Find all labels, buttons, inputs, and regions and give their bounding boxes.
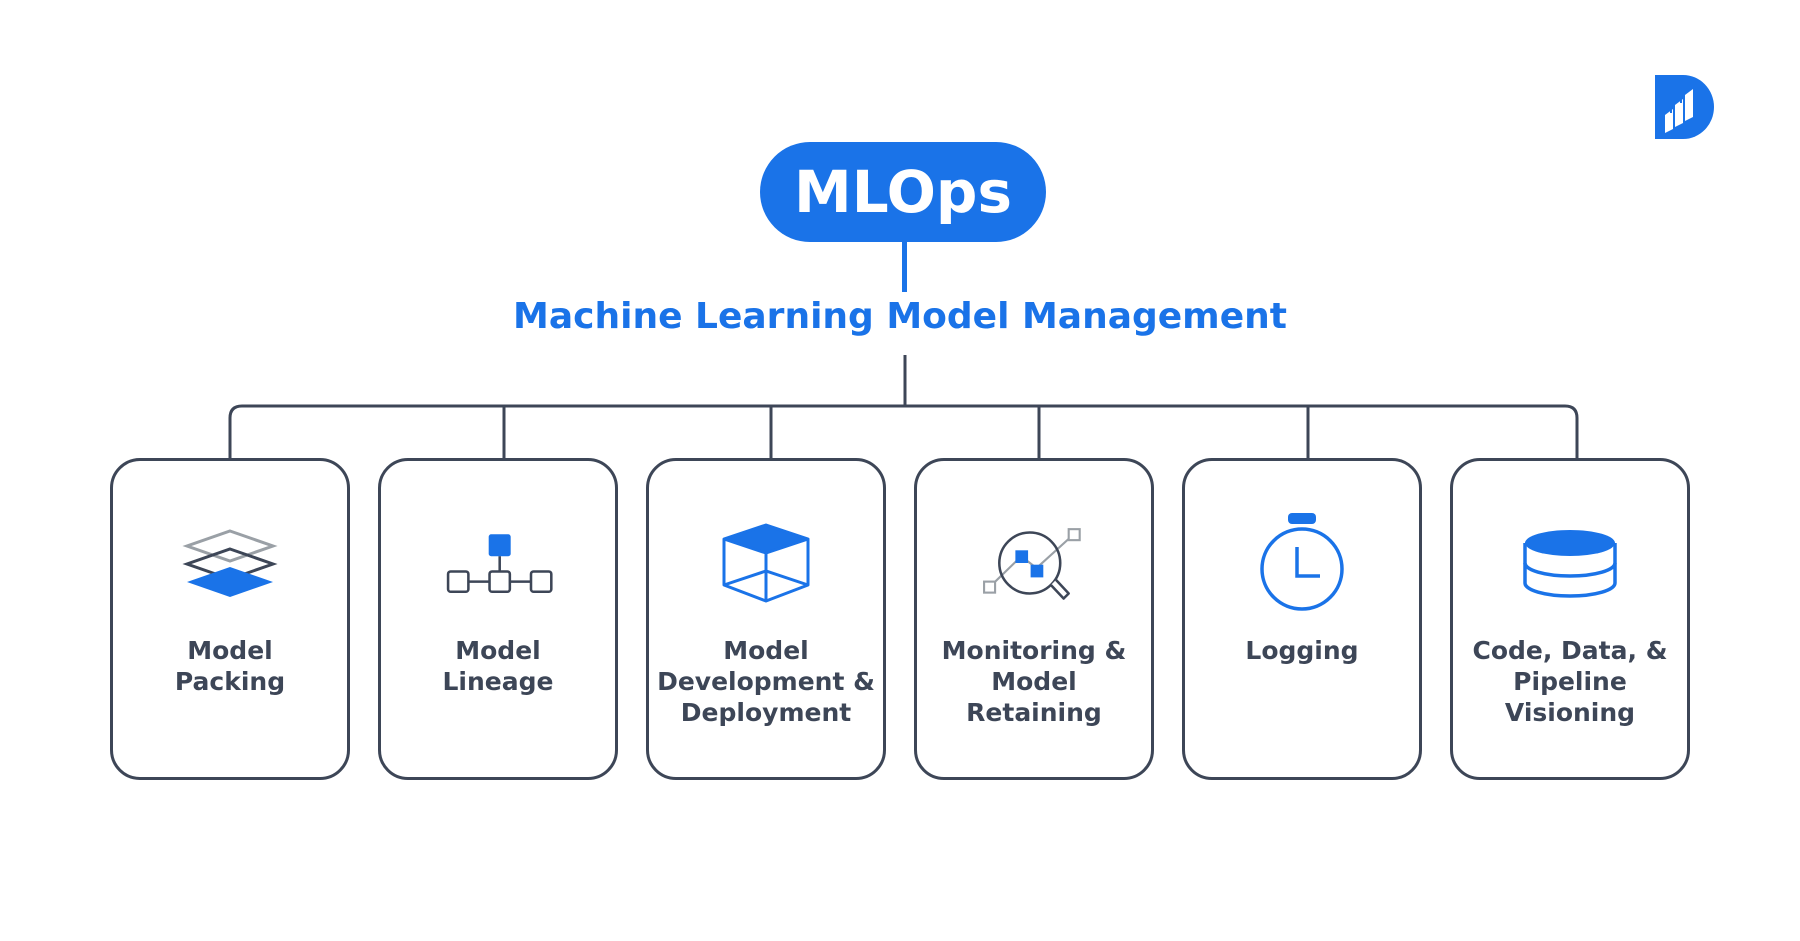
card-model-development-deployment[interactable]: Model Development & Deployment [646, 458, 886, 780]
lineage-tree-icon [446, 534, 553, 594]
root-title: MLOps [794, 158, 1012, 226]
cube-icon [722, 523, 810, 603]
card-monitoring-model-retaining[interactable]: Monitoring & Model Retaining [914, 458, 1154, 780]
root-connector [902, 242, 907, 292]
magnifier-chart-icon [983, 528, 1081, 600]
card-label: Monitoring & Model Retaining [941, 636, 1127, 727]
database-icon [1523, 530, 1617, 598]
d-chart-logo-icon [1655, 75, 1714, 139]
card-logging[interactable]: Logging [1182, 458, 1422, 780]
card-model-packing[interactable]: Model Packing [110, 458, 350, 780]
card-label: Model Lineage [442, 636, 554, 696]
card-code-data-pipeline-visioning[interactable]: Code, Data, & Pipeline Visioning [1450, 458, 1690, 780]
card-model-lineage[interactable]: Model Lineage [378, 458, 618, 780]
card-label: Logging [1245, 636, 1359, 665]
layers-icon [182, 529, 278, 597]
card-label: Model Packing [174, 636, 286, 696]
stopwatch-icon [1260, 513, 1344, 611]
card-label: Code, Data, & Pipeline Visioning [1472, 636, 1668, 727]
root-node-mlops: MLOps [760, 142, 1046, 242]
card-label: Model Development & Deployment [657, 636, 875, 727]
diagram-subtitle: Machine Learning Model Management [513, 296, 1287, 337]
